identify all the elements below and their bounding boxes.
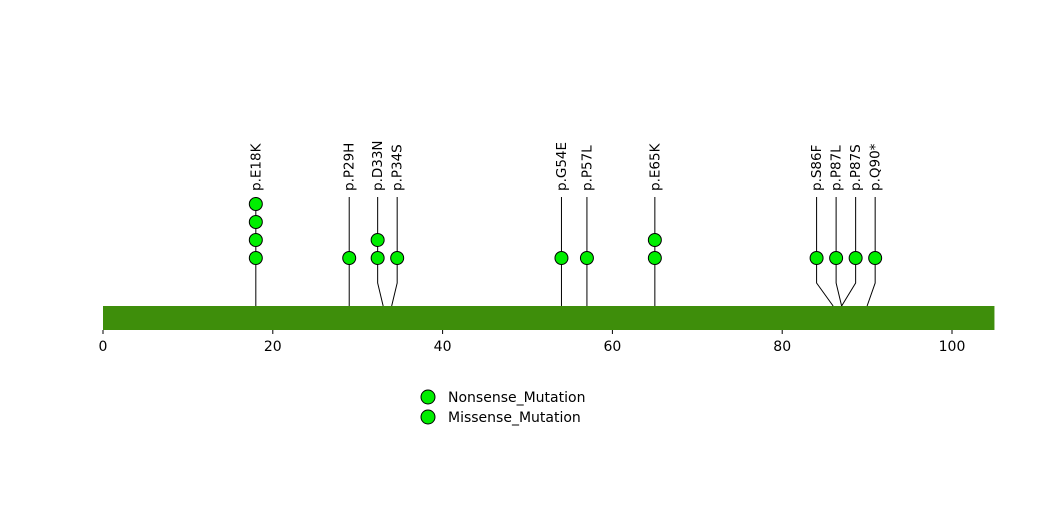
legend-marker (420, 409, 436, 425)
mutation-point (579, 251, 594, 265)
mutation-label: p.E65K (647, 142, 663, 191)
mutation-point (809, 251, 824, 265)
mutation-stem (835, 197, 843, 307)
mutation-label: p.P87S (848, 144, 864, 191)
mutation-stem (377, 197, 384, 307)
axis-tick-label: 20 (264, 339, 282, 355)
axis-tick-label: 80 (773, 339, 791, 355)
mutation-point (248, 215, 263, 229)
mutation-point (248, 197, 263, 211)
mutation-stem (866, 197, 876, 307)
mutation-point (829, 251, 844, 265)
mutation-point (370, 233, 385, 247)
axis-tick-label: 100 (939, 339, 966, 355)
mutation-label: p.S86F (809, 145, 825, 191)
mutation-label: p.G54E (554, 142, 570, 191)
mutation-point (868, 251, 883, 265)
protein-bar (103, 306, 995, 330)
mutation-label: p.P34S (390, 144, 406, 191)
mutation-stem (391, 197, 398, 307)
mutation-label: p.D33N (370, 140, 386, 191)
mutation-label: p.P29H (342, 143, 358, 191)
mutation-stem (816, 197, 834, 307)
mutation-point (370, 251, 385, 265)
mutation-label: p.P57L (579, 145, 595, 191)
mutation-point (848, 251, 863, 265)
mutation-point (390, 251, 405, 265)
axis-tick-label: 0 (99, 339, 108, 355)
mutation-label: p.Q90* (868, 143, 884, 191)
mutation-point (248, 251, 263, 265)
mutation-label: p.E18K (248, 142, 264, 191)
mutation-point (647, 251, 662, 265)
mutation-point (248, 233, 263, 247)
legend-label: Missense_Mutation (448, 410, 581, 426)
axis-tick-label: 60 (603, 339, 621, 355)
mutation-point (342, 251, 357, 265)
mutation-label: p.P87L (829, 145, 845, 191)
mutation-stem (841, 197, 857, 307)
axis-tick-label: 40 (434, 339, 452, 355)
mutation-point (647, 233, 662, 247)
mutation-point (554, 251, 569, 265)
legend-label: Nonsense_Mutation (448, 390, 585, 406)
legend-marker (420, 389, 436, 405)
